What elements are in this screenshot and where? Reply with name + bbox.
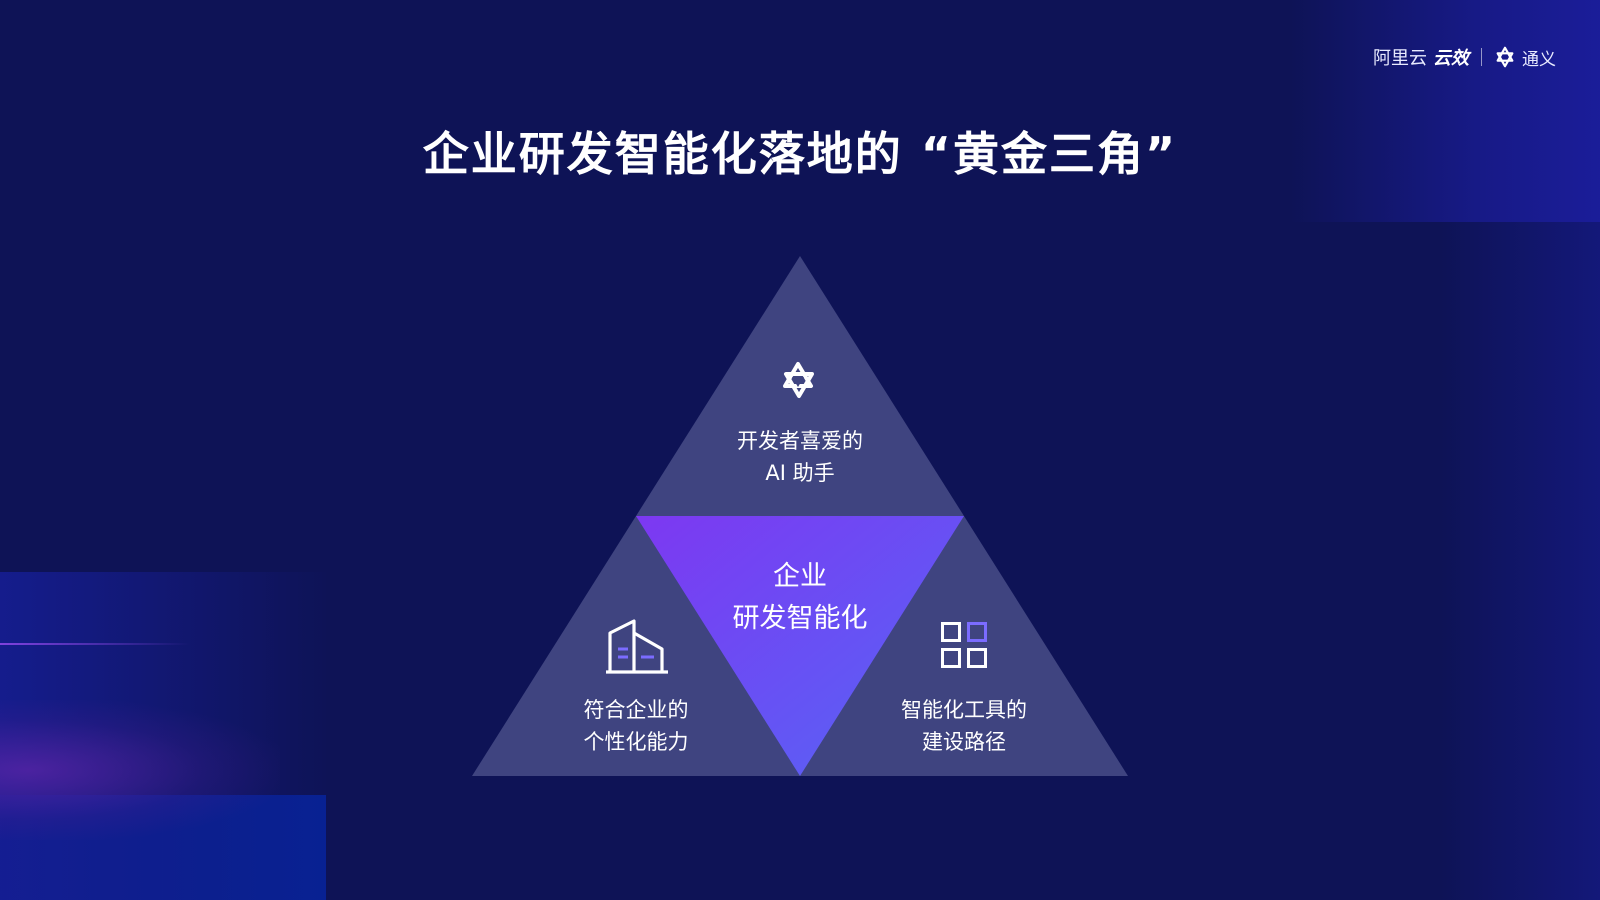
brand-tongyi-text: 通义 [1522,49,1556,69]
decorative-line [0,643,190,645]
brand-yunxiao-text: 云效 [1433,48,1469,68]
background-glow-right [1440,222,1600,900]
left-label-line1: 符合企业的 [583,698,689,722]
center-triangle-label: 企业 研发智能化 [680,556,920,640]
center-label-line1: 企业 [773,561,827,592]
center-inverted-triangle [636,516,964,776]
top-triangle-label: 开发者喜爱的 AI 助手 [700,425,900,489]
grid-apps-icon [941,622,987,668]
brand-aliyun-text: 阿里云 [1373,48,1427,68]
right-triangle-label: 智能化工具的 建设路径 [864,694,1064,758]
top-label-line2: AI 助手 [765,461,835,485]
background-glow-top-right [1290,0,1600,222]
brand-divider [1481,48,1482,66]
left-triangle-label: 符合企业的 个性化能力 [536,694,736,758]
tongyi-logo-icon [1496,46,1514,68]
page-title: 企业研发智能化落地的 “黄金三角” [422,127,1178,181]
background-purple-haze [0,700,280,840]
top-label-line1: 开发者喜爱的 [737,429,863,453]
brand-logo: 阿里云 云效 通义 [1373,44,1556,70]
building-icon [606,619,668,674]
center-label-line2: 研发智能化 [732,603,868,634]
right-label-line2: 建设路径 [922,730,1006,754]
tongyi-logo-icon [783,362,814,398]
left-label-line2: 个性化能力 [583,730,689,754]
right-label-line1: 智能化工具的 [901,698,1027,722]
